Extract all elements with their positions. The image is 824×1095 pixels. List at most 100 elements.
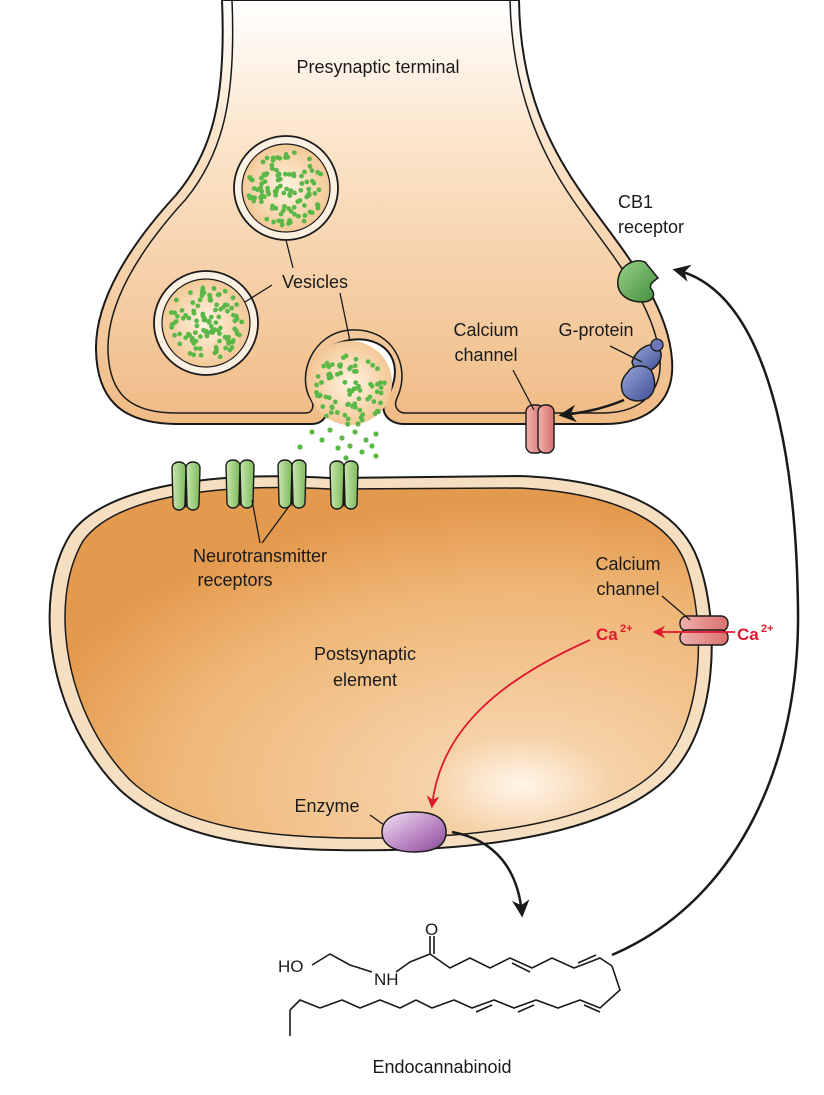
- neurotransmitter-dot: [356, 383, 361, 389]
- nt-receptors-label-line2: receptors: [197, 570, 272, 590]
- neurotransmitter-dot: [259, 175, 264, 181]
- nt-receptor-subunit: [329, 460, 345, 510]
- neurotransmitter-dot: [378, 385, 384, 390]
- leader-lines: [251, 345, 691, 826]
- neurotransmitter-dot: [213, 307, 218, 313]
- neurotransmitter-dot: [183, 335, 189, 340]
- neurotransmitter-receptors: [171, 459, 359, 511]
- neurotransmitter-dot: [172, 332, 178, 338]
- molecule-ho: HO: [278, 957, 304, 976]
- neurotransmitter-dot: [378, 390, 384, 396]
- neurotransmitter-dot: [222, 288, 228, 294]
- postsynaptic-element: [48, 474, 713, 852]
- molecule-nh: NH: [374, 970, 399, 989]
- enzyme-label: Enzyme: [294, 796, 359, 816]
- nt-receptor-icon: [329, 460, 359, 510]
- neurotransmitter-dot: [234, 302, 240, 307]
- neurotransmitter-dot: [191, 352, 197, 358]
- vesicles-leaders: [244, 239, 351, 342]
- neurotransmitter-dot: [210, 330, 216, 335]
- neurotransmitter-dot: [227, 347, 233, 353]
- neurotransmitter-dot: [286, 206, 291, 211]
- neurotransmitter-dot: [326, 372, 331, 378]
- neurotransmitter-dot: [375, 366, 380, 372]
- neurotransmitter-dot: [375, 381, 380, 387]
- neurotransmitter-dot: [180, 315, 186, 321]
- ion-outside-base: Ca: [737, 625, 759, 644]
- calcium-channel-post-icon: [679, 615, 729, 646]
- neurotransmitter-dot: [342, 412, 348, 418]
- neurotransmitter-dot: [292, 190, 297, 196]
- neurotransmitter-dot: [343, 455, 349, 461]
- neurotransmitter-dot: [283, 171, 288, 177]
- neurotransmitter-dot: [291, 204, 297, 210]
- neurotransmitter-dot: [193, 330, 198, 335]
- calcium-channel-pre-icon: [525, 404, 555, 454]
- neurotransmitter-dot: [177, 341, 183, 347]
- neurotransmitter-dot: [208, 314, 214, 320]
- nt-receptor-icon: [225, 459, 255, 509]
- neurotransmitter-dot: [239, 319, 245, 325]
- neurotransmitter-dot: [335, 372, 340, 377]
- neurotransmitter-dot: [230, 338, 236, 343]
- neurotransmitter-dot: [339, 435, 345, 441]
- neurotransmitter-dot: [206, 318, 212, 324]
- neurotransmitter-dot: [357, 407, 363, 413]
- neurotransmitter-dot: [297, 444, 303, 450]
- neurotransmitter-dot: [291, 171, 297, 177]
- neurotransmitter-dot: [319, 437, 325, 443]
- neurotransmitter-dot: [195, 303, 201, 309]
- neurotransmitter-dot: [342, 379, 348, 385]
- neurotransmitter-dot: [287, 172, 292, 177]
- neurotransmitter-dot: [217, 354, 223, 360]
- neurotransmitter-dot: [191, 310, 197, 316]
- neurotransmitter-dot: [247, 175, 253, 180]
- neurotransmitter-dot: [373, 453, 379, 459]
- neurotransmitter-dot: [270, 155, 276, 161]
- neurotransmitter-dot: [218, 306, 224, 312]
- cb1-receptor-icon: [617, 260, 660, 303]
- vesicle-dots: [246, 150, 324, 228]
- neurotransmitter-dot: [367, 394, 373, 400]
- neurotransmitter-dot: [200, 285, 206, 291]
- released-neurotransmitter: [297, 421, 379, 461]
- neurotransmitter-dot: [198, 334, 203, 339]
- neurotransmitter-dot: [378, 400, 383, 406]
- neurotransmitter-dot: [269, 206, 275, 211]
- neurotransmitter-dot: [261, 194, 267, 200]
- neurotransmitter-dot: [345, 416, 351, 422]
- gprotein-to-channel-arrow: [558, 398, 625, 423]
- neurotransmitter-dot: [264, 171, 269, 177]
- neurotransmitter-dot: [175, 313, 180, 319]
- neurotransmitter-dot: [352, 363, 358, 369]
- neurotransmitter-dot: [359, 449, 365, 455]
- neurotransmitter-dot: [283, 152, 289, 157]
- neurotransmitter-dot: [252, 195, 258, 201]
- neurotransmitter-dot: [292, 150, 297, 156]
- neurotransmitter-dot: [208, 323, 214, 329]
- neurotransmitter-dot: [302, 213, 308, 218]
- endocannabinoid-to-cb1-arrow: [611, 264, 800, 957]
- calcium-pre-label-line2: channel: [454, 345, 517, 365]
- neurotransmitter-dot: [321, 363, 327, 369]
- neurotransmitter-dot: [298, 187, 304, 193]
- neurotransmitter-dot: [287, 218, 292, 223]
- neurotransmitter-dot: [309, 168, 315, 174]
- neurotransmitter-dot: [197, 346, 203, 352]
- neurotransmitter-dot: [258, 185, 264, 191]
- neurotransmitter-dot: [265, 189, 271, 194]
- neurotransmitter-dot: [309, 429, 315, 435]
- nt-receptors-label-line1: Neurotransmitter: [193, 546, 327, 566]
- neurotransmitter-dot: [296, 213, 301, 219]
- nt-receptor-subunit: [343, 460, 359, 510]
- neurotransmitter-dot: [347, 443, 353, 449]
- neurotransmitter-dot: [251, 186, 257, 191]
- calcium-pre-label-line1: Calcium: [453, 320, 518, 340]
- neurotransmitter-dot: [259, 189, 265, 194]
- neurotransmitter-dot: [177, 331, 183, 337]
- neurotransmitter-dot: [172, 320, 178, 326]
- calcium-ion-outside: Ca 2+: [737, 623, 774, 644]
- presynaptic-label: Presynaptic terminal: [296, 57, 459, 77]
- neurotransmitter-dot: [329, 362, 335, 367]
- endocannabinoid-molecule: [289, 936, 621, 1036]
